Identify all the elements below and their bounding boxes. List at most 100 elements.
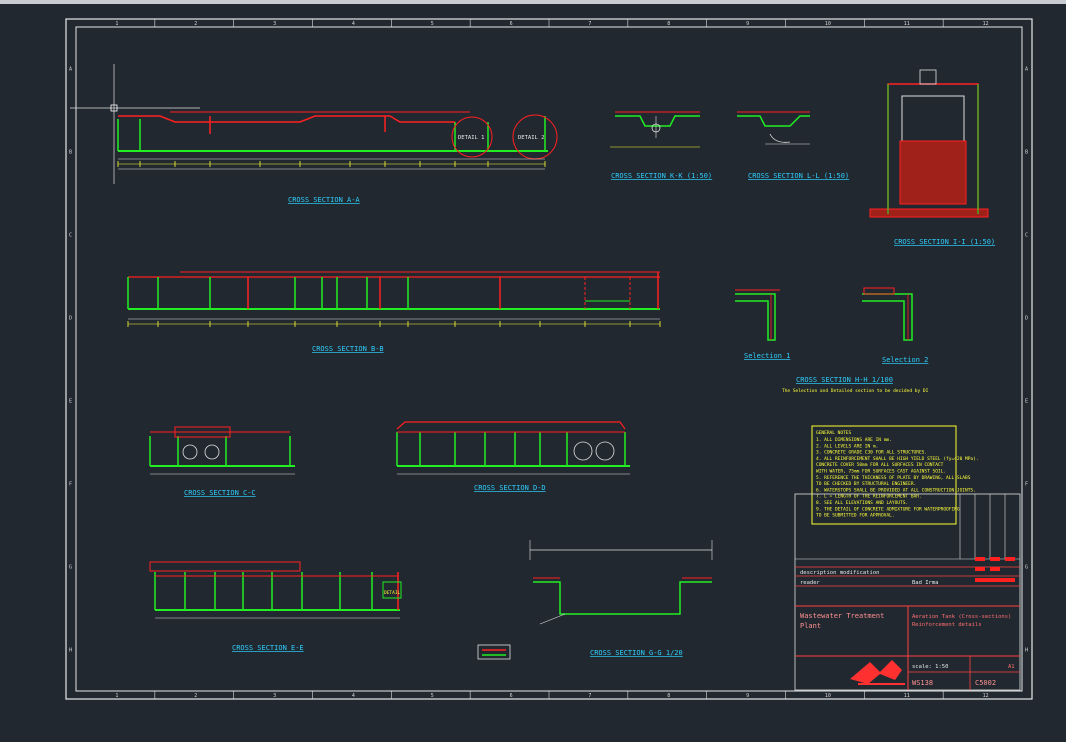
- section-l-l-label: CROSS SECTION L-L (1:50): [748, 172, 849, 180]
- legend-swatch: [477, 644, 511, 660]
- titleblock-drawing-subtitle: Reinforcement details: [912, 622, 982, 628]
- general-note-line: 7. L = LENGTH OF THE REINFORCEMENT BAR.: [816, 494, 922, 500]
- section-a-a-dimensions: [117, 161, 546, 167]
- section-g-g-label: CROSS SECTION G-G 1/20: [590, 649, 683, 657]
- general-note-line: TO BE CHECKED BY STRUCTURAL ENGINEER.: [816, 481, 916, 487]
- grid-column-label: 9: [746, 693, 749, 699]
- section-b-b-dimensions: [127, 321, 661, 327]
- grid-row-labels-right: A B C D E F G H: [1025, 67, 1028, 654]
- titleblock-description-head: description modification: [800, 570, 879, 576]
- grid-column-label: 9: [746, 21, 749, 27]
- company-logo-icon: [850, 660, 905, 685]
- grid-column-label: 6: [510, 21, 513, 27]
- section-i-i-label: CROSS SECTION I-I (1:50): [894, 238, 995, 246]
- general-note-line: 3. CONCRETE GRADE C30 FOR ALL STRUCTURES…: [816, 450, 927, 456]
- grid-column-label: 5: [431, 693, 434, 699]
- general-note-line: 9. THE DETAIL OF CONCRETE ADMIXTURE FOR …: [816, 506, 960, 512]
- grid-row-label: F: [1025, 482, 1028, 488]
- grid-row-label: B: [69, 150, 72, 156]
- grid-column-label: 7: [588, 693, 591, 699]
- title-block: [794, 493, 1021, 691]
- section-e-e-label: CROSS SECTION E-E: [232, 644, 304, 652]
- crosshair-cursor-icon: [70, 64, 200, 184]
- section-i-i-drawing[interactable]: [869, 69, 989, 218]
- grid-column-label: 1: [115, 693, 118, 699]
- grid-column-label: 12: [983, 21, 989, 27]
- grid-column-label: 2: [194, 693, 197, 699]
- selection-1-drawing[interactable]: [735, 289, 780, 341]
- section-b-b-drawing[interactable]: [127, 271, 660, 320]
- general-note-line: WITH WATER, 75mm FOR SURFACES CAST AGAIN…: [816, 469, 946, 475]
- section-k-k-drawing[interactable]: [610, 111, 700, 148]
- svg-text:DETAIL 1: DETAIL 1: [458, 135, 485, 141]
- grid-row-label: A: [69, 67, 72, 73]
- grid-row-label: B: [1025, 150, 1028, 156]
- general-note-line: 8. SEE ALL ELEVATIONS AND LAYOUTS.: [816, 500, 908, 506]
- grid-row-label: E: [69, 399, 72, 405]
- grid-row-label: G: [69, 565, 72, 571]
- section-k-k-label: CROSS SECTION K-K (1:50): [611, 172, 712, 180]
- grid-column-label: 4: [352, 693, 355, 699]
- general-note-line: TO BE SUBMITTED FOR APPROVAL.: [816, 513, 895, 519]
- grid-column-label: 5: [431, 21, 434, 27]
- general-note-line: 5. REFERENCE THE THICKNESS OF PLATE BY D…: [816, 475, 971, 481]
- grid-row-label: A: [1025, 67, 1028, 73]
- titleblock-left-label: reader: [800, 580, 821, 586]
- section-h-h-note: The Selection and Detailed section to be…: [782, 388, 929, 394]
- detail-e-tag: DETAIL: [384, 590, 401, 596]
- section-c-c-drawing[interactable]: [149, 426, 295, 475]
- section-g-g-drawing[interactable]: [529, 540, 713, 625]
- grid-row-label: G: [1025, 565, 1028, 571]
- grid-column-label: 10: [825, 693, 831, 699]
- general-note-line: CONCRETE COVER 50mm FOR ALL SURFACES IN …: [816, 462, 944, 468]
- grid-column-label: 7: [588, 21, 591, 27]
- window-top-bar: [0, 0, 1066, 4]
- grid-row-labels-left: A B C D E F G H: [69, 67, 72, 654]
- selection-2-label: Selection 2: [882, 356, 928, 364]
- grid-row-label: E: [1025, 399, 1028, 405]
- titleblock-sheet-number: C5002: [975, 679, 996, 687]
- general-note-line: 2. ALL LEVELS ARE IN m.: [816, 443, 878, 449]
- titleblock-drawing-title: Aeration Tank (Cross-sections): [912, 614, 1011, 620]
- section-h-h-label: CROSS SECTION H-H 1/100: [796, 376, 893, 384]
- grid-column-label: 4: [352, 21, 355, 27]
- grid-row-label: H: [69, 648, 72, 654]
- titleblock-drawing-number: WS138: [912, 679, 933, 687]
- grid-row-label: D: [1025, 316, 1028, 322]
- grid-column-label: 12: [983, 693, 989, 699]
- grid-column-label: 2: [194, 21, 197, 27]
- titleblock-right-label: Bad Irma: [912, 580, 939, 586]
- section-e-e-drawing[interactable]: DETAIL: [149, 561, 402, 619]
- grid-column-label: 1: [115, 21, 118, 27]
- section-d-d-drawing[interactable]: [396, 421, 630, 475]
- grid-row-label: F: [69, 482, 72, 488]
- notes-heading: GENERAL NOTES: [816, 430, 852, 436]
- selection-2-drawing[interactable]: [862, 287, 913, 341]
- grid-column-label: 8: [667, 693, 670, 699]
- grid-row-label: C: [1025, 233, 1028, 239]
- grid-row-label: C: [69, 233, 72, 239]
- general-note-line: 4. ALL REINFORCEMENT SHALL BE HIGH YIELD…: [816, 456, 979, 462]
- grid-column-label: 10: [825, 21, 831, 27]
- titleblock-sheet-size: A1: [1008, 664, 1015, 670]
- general-notes-box: GENERAL NOTES 1. ALL DIMENSIONS ARE IN m…: [811, 425, 979, 525]
- section-a-a-drawing[interactable]: DETAIL 1 DETAIL 2: [117, 111, 558, 170]
- grid-row-label: D: [69, 316, 72, 322]
- grid-row-label: H: [1025, 648, 1028, 654]
- grid-column-label: 11: [904, 693, 910, 699]
- section-a-a-label: CROSS SECTION A-A: [288, 196, 360, 204]
- section-l-l-drawing[interactable]: [737, 111, 810, 145]
- selection-1-label: Selection 1: [744, 352, 790, 360]
- grid-column-label: 6: [510, 693, 513, 699]
- grid-column-label: 3: [273, 21, 276, 27]
- svg-text:DETAIL 2: DETAIL 2: [518, 135, 545, 141]
- section-d-d-label: CROSS SECTION D-D: [474, 484, 546, 492]
- general-note-line: 6. WATERSTOPS SHALL BE PROVIDED AT ALL C…: [816, 487, 976, 493]
- grid-column-label: 11: [904, 21, 910, 27]
- titleblock-project-name-2: Plant: [800, 622, 821, 630]
- titleblock-scale: scale: 1:50: [912, 664, 948, 670]
- titleblock-project-name: Wastewater Treatment: [800, 612, 884, 620]
